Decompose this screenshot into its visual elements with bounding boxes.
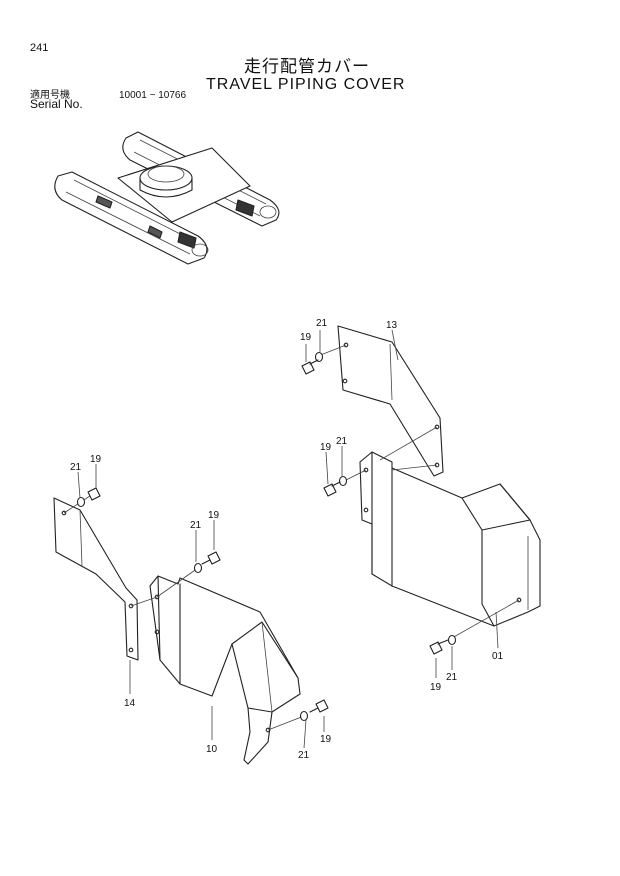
part-10-cover [130,575,301,765]
callout-19-middle: 19 [320,442,332,453]
bolt-washer-group-a [301,344,347,375]
bolt-washer-group-d [63,487,101,514]
callout-21-mid-left: 21 [190,520,202,531]
bolt-washer-group-b [323,469,367,497]
bolt-washer-group-f [267,699,329,731]
callout-labels: 13 19 21 19 21 01 19 21 21 19 14 21 19 1… [70,318,504,761]
undercarriage-locator-illustration [54,131,280,265]
callout-21-upper: 21 [316,318,328,329]
title-japanese: 走行配管カバー [244,57,370,77]
serial-label-english: Serial No. [30,97,83,111]
part-14-cover-plate [53,497,139,661]
callout-21-bottom: 21 [298,750,310,761]
bolt-washer-group-e [156,551,221,598]
callout-21-lower-right: 21 [446,672,458,683]
serial-label-japanese: 適用号機 [30,90,70,101]
serial-range: 10001 ~ 10766 [119,90,187,101]
callout-10: 10 [206,744,218,755]
callout-19-mid-left: 19 [208,510,220,521]
callout-19-upper: 19 [300,332,312,343]
title-english: TRAVEL PIPING COVER [206,76,406,93]
callout-13: 13 [386,320,398,331]
part-01-cover [359,426,541,627]
page-number: 241 [30,42,49,54]
callout-21-middle: 21 [336,436,348,447]
callout-01: 01 [492,651,504,662]
bolt-washer-group-c [429,599,520,655]
leader-lines [77,329,499,749]
callout-19-left: 19 [90,454,102,465]
callout-14: 14 [124,698,136,709]
callout-19-bottom: 19 [320,734,332,745]
callout-21-left: 21 [70,462,82,473]
callout-19-lower-right: 19 [430,682,442,693]
